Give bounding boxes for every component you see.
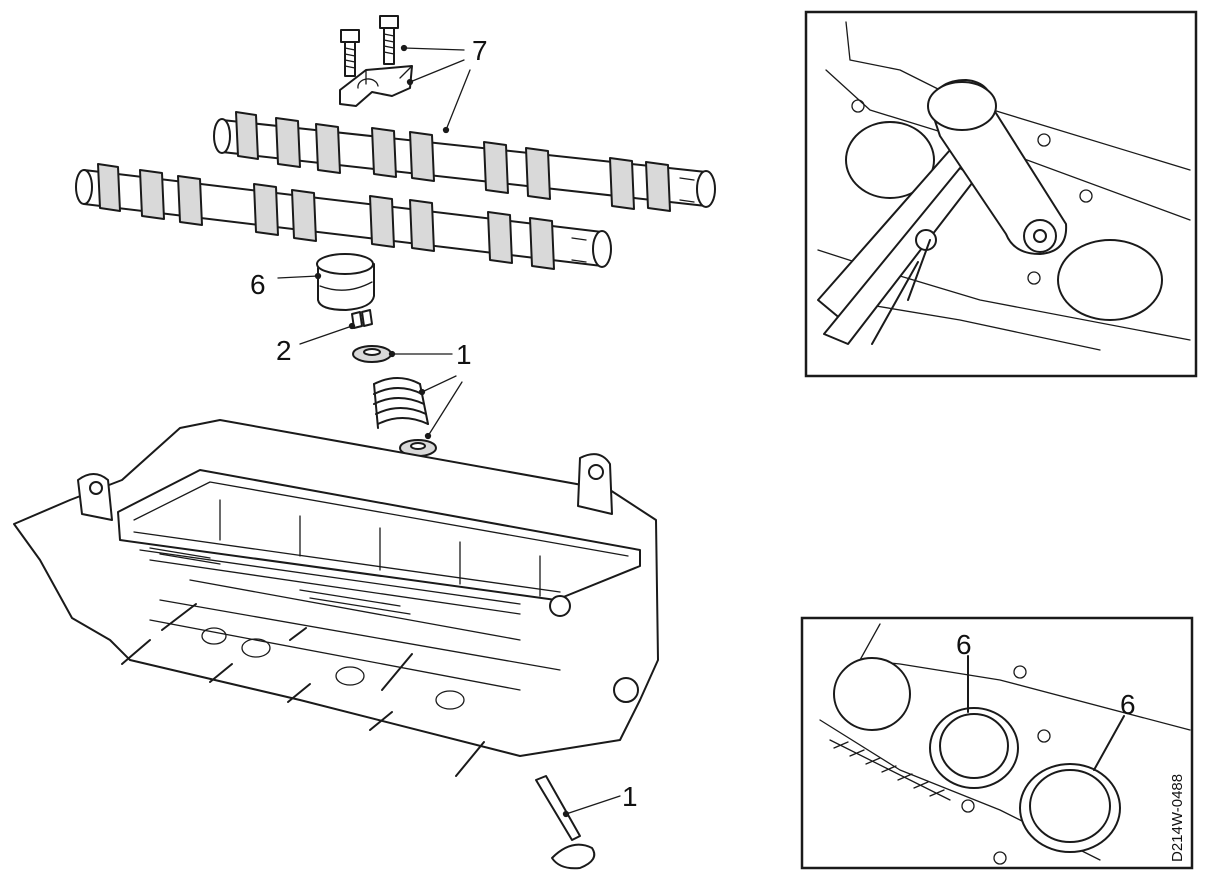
inset-tappet-removal-tool xyxy=(804,10,1198,378)
callout-1-spring: 1 xyxy=(456,339,472,370)
camshaft-bearing-cap xyxy=(339,65,413,107)
valve xyxy=(535,775,596,870)
exhaust-camshaft xyxy=(75,163,612,270)
callout-6: 6 xyxy=(250,269,266,300)
inset-callout-6-left: 6 xyxy=(956,629,972,660)
valve-spring xyxy=(373,377,429,429)
inset-tappet-bores xyxy=(800,616,1194,870)
intake-camshaft xyxy=(213,111,716,212)
hydraulic-tappet xyxy=(316,253,375,311)
camshaft-bearing-cap-bolts xyxy=(340,15,399,77)
callout-2: 2 xyxy=(276,335,292,366)
inset-callout-6-right: 6 xyxy=(1120,689,1136,720)
leader-lines xyxy=(277,44,621,818)
callout-1-valve: 1 xyxy=(622,781,638,812)
callout-7: 7 xyxy=(472,35,488,66)
spring-retainer xyxy=(352,345,392,363)
figure-code: D214W-0488 xyxy=(1169,774,1186,862)
cylinder-head xyxy=(13,419,659,777)
